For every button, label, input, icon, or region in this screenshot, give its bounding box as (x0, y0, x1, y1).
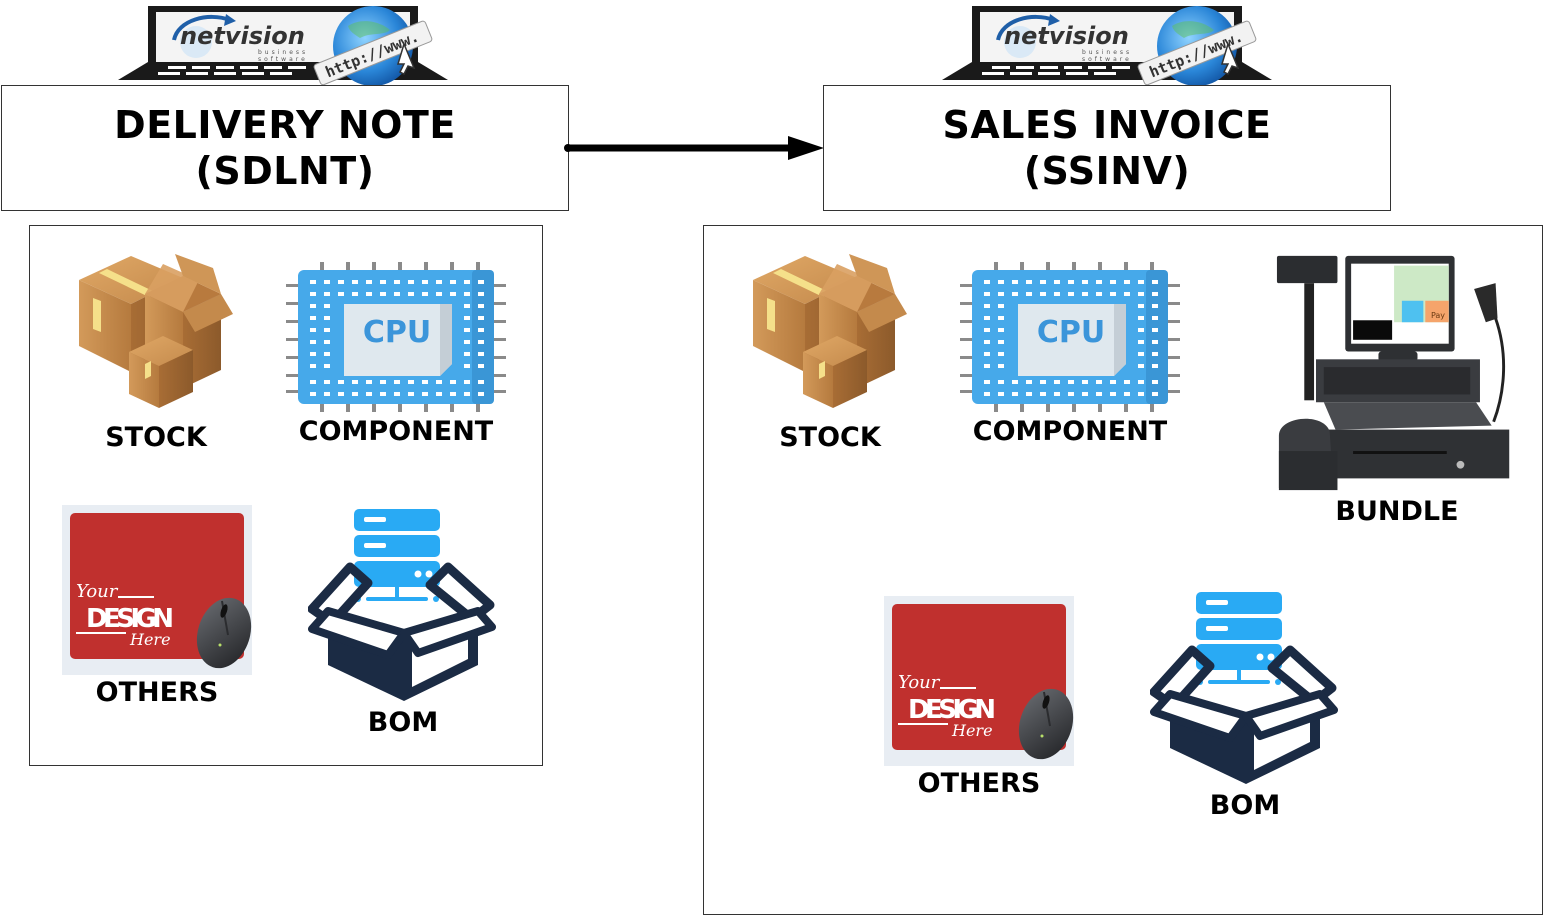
netvision-logo (108, 2, 458, 90)
item-label: OTHERS (917, 768, 1041, 799)
source-document-code: (SDLNT) (195, 149, 375, 193)
item-others: Your DESIGN Here OTHERS (60, 505, 254, 708)
svg-text:Here: Here (951, 721, 993, 740)
svg-text:DESIGN: DESIGN (908, 695, 996, 725)
item-label: STOCK (779, 422, 881, 453)
item-bundle: Pay BUNDLE (1262, 250, 1532, 527)
cpu-text: CPU (1037, 315, 1105, 350)
item-label: OTHERS (95, 677, 219, 708)
server-box-icon (308, 505, 498, 705)
target-document-title: SALES INVOICE (942, 103, 1272, 147)
netvision-logo (932, 2, 1282, 90)
cardboard-boxes-icon (745, 252, 915, 412)
sales-invoice-title-box: SALES INVOICE (SSINV) (823, 85, 1391, 211)
item-label: BUNDLE (1335, 496, 1459, 527)
cpu-chip-icon: CPU (960, 262, 1180, 412)
item-label: BOM (1209, 790, 1281, 821)
cardboard-boxes-icon (71, 252, 241, 412)
item-label: BOM (367, 707, 439, 738)
arrow-head-icon (788, 136, 824, 160)
mousepad-icon: Your DESIGN Here (884, 596, 1074, 766)
item-label: COMPONENT (972, 416, 1168, 447)
pos-terminal-icon: Pay (1262, 250, 1532, 494)
item-stock: STOCK (740, 252, 920, 453)
cpu-chip-icon: CPU (286, 262, 506, 412)
flow-arrow (564, 136, 824, 160)
item-component: CPU COMPONENT (286, 262, 506, 447)
cpu-text: CPU (363, 315, 431, 350)
svg-text:Here: Here (129, 630, 171, 649)
target-document-code: (SSINV) (1023, 149, 1191, 193)
source-document-title: DELIVERY NOTE (114, 103, 456, 147)
item-stock: STOCK (66, 252, 246, 453)
svg-text:Your: Your (76, 581, 119, 602)
svg-text:DESIGN: DESIGN (86, 604, 174, 634)
item-label: COMPONENT (298, 416, 494, 447)
item-bom: BOM (1150, 588, 1340, 821)
item-bom: BOM (308, 505, 498, 738)
item-component: CPU COMPONENT (960, 262, 1180, 447)
svg-text:Your: Your (898, 672, 941, 693)
mousepad-icon: Your DESIGN Here (62, 505, 252, 675)
delivery-note-title-box: DELIVERY NOTE (SDLNT) (1, 85, 569, 211)
server-box-icon (1150, 588, 1340, 788)
svg-text:Pay: Pay (1431, 311, 1445, 320)
item-label: STOCK (105, 422, 207, 453)
item-others: Your DESIGN Here OTHERS (882, 596, 1076, 799)
